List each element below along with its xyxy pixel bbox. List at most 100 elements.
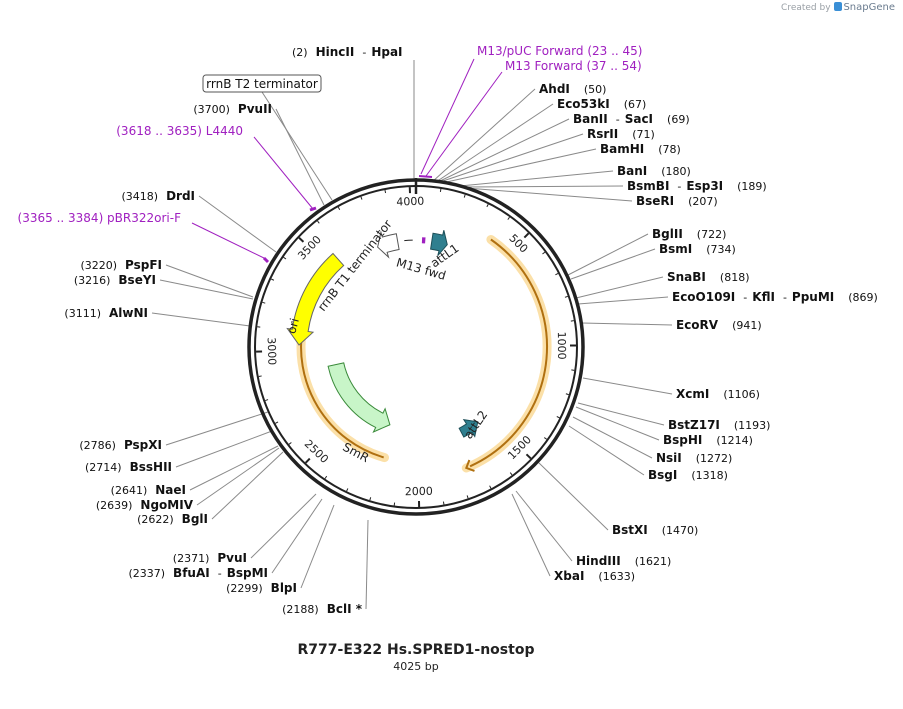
site-label-nsii[interactable]: NsiI(1272) (656, 451, 732, 465)
site-label-bseyi[interactable]: (3216)BseYI (74, 273, 156, 287)
leader-line (300, 504, 335, 589)
feature-smr[interactable] (327, 362, 391, 433)
ruler-tick (317, 220, 320, 224)
ruler-tick (525, 453, 532, 460)
site-label-banii[interactable]: BanII-SacI(69) (573, 112, 690, 126)
leader-line (175, 430, 273, 468)
site-label-xbai[interactable]: XbaI(1633) (554, 569, 635, 583)
site-label-naei[interactable]: (2641)NaeI (111, 483, 186, 497)
site-label-rsrii[interactable]: RsrII(71) (587, 127, 655, 141)
leader-line (431, 88, 536, 183)
leader-line (577, 296, 669, 305)
site-labels: (2)HincII-HpaI rrnB T2 terminator (3700)Pv… (18, 44, 878, 616)
leader-line (275, 108, 325, 206)
feature-rrnb-t1[interactable] (377, 230, 400, 259)
site-label-bamhi[interactable]: BamHI(78) (600, 142, 681, 156)
site-label-bsmbi[interactable]: BsmBI-Esp3I(189) (627, 179, 767, 193)
site-label-eco0109i[interactable]: EcoO109I-KflI-PpuMI(869) (672, 290, 878, 304)
site-label-bstz17i[interactable]: BstZ17I(1193) (668, 418, 770, 432)
site-label-xcmi[interactable]: XcmI(1106) (676, 387, 760, 401)
site-label-bani[interactable]: BanI(180) (617, 164, 691, 178)
leader-line (250, 493, 317, 559)
leader-line (435, 103, 554, 183)
ruler-tick (509, 472, 513, 476)
site-label-bsmi[interactable]: BsmI(734) (659, 242, 736, 256)
leader-line (439, 133, 584, 183)
ruler-tick (486, 204, 489, 208)
site-label-drdi[interactable]: (3418)DrdI (121, 189, 195, 203)
ruler-tick (523, 232, 530, 239)
leader-line (425, 71, 503, 177)
ruler-tick (360, 196, 363, 200)
leader-line (465, 187, 633, 202)
orf-track-2 (300, 325, 384, 459)
ruler-tick (463, 194, 466, 198)
site-label-rrnb-t2[interactable]: rrnB T2 terminator (206, 77, 318, 91)
leader-line (365, 519, 369, 610)
ruler-tick (489, 485, 492, 489)
leader-line (191, 222, 267, 260)
leader-line (261, 91, 333, 201)
site-label-pbr322[interactable]: (3365 .. 3384) pBR322ori-F (18, 211, 182, 225)
feature-attl2[interactable] (458, 419, 479, 438)
leader-line (437, 118, 570, 183)
site-label-hindiii[interactable]: HindIII(1621) (576, 554, 671, 568)
site-label-bcli[interactable]: (2188)BclI * (282, 602, 363, 616)
site-label-alwni[interactable]: (3111)AlwNI (64, 306, 148, 320)
orf-track-halo (461, 235, 552, 473)
leader-line (581, 322, 673, 326)
site-label-bfuai[interactable]: (2337)BfuAI-BspMI (128, 566, 268, 580)
site-label-pspxi[interactable]: (2786)PspXI (79, 438, 162, 452)
leader-line (567, 233, 649, 276)
ruler-tick (556, 416, 560, 419)
site-label-ngomiv[interactable]: (2639)NgoMIV (96, 498, 194, 512)
site-label-l4440[interactable]: (3618 .. 3635) L4440 (116, 124, 243, 138)
ruler-tick (555, 272, 559, 276)
site-label-m13puc[interactable]: M13/pUC Forward (23 .. 45) (477, 44, 643, 58)
feature-ori[interactable] (286, 252, 345, 346)
ruler-tick (369, 497, 372, 501)
feature-attl1[interactable] (430, 230, 448, 256)
ruler-label: 2000 (405, 485, 433, 499)
orf-track (469, 238, 548, 468)
leader-line (575, 406, 660, 441)
site-label-bgli[interactable]: (2622)BglI (137, 512, 208, 526)
site-label-bseri[interactable]: BseRI(207) (636, 194, 718, 208)
leader-line (568, 425, 645, 476)
site-label-snabi[interactable]: SnaBI(818) (667, 270, 750, 284)
site-label-bstxi[interactable]: BstXI(1470) (612, 523, 698, 537)
leader-line (572, 416, 653, 459)
ruler-tick (337, 206, 341, 211)
leader-line (420, 58, 475, 175)
site-label-bsshii[interactable]: (2714)BssHII (85, 460, 172, 474)
site-label-bglii[interactable]: BglII(722) (652, 227, 726, 241)
site-label-blpi[interactable]: (2299)BlpI (226, 581, 297, 595)
site-label-pspfi[interactable]: (3220)PspFI (80, 258, 162, 272)
leader-line (577, 402, 665, 426)
site-label-m13fwd[interactable]: M13 Forward (37 .. 54) (505, 59, 642, 73)
leader-line (515, 490, 573, 562)
primer-marker (262, 256, 270, 264)
ruler-tick (275, 421, 279, 424)
site-label-eco53ki[interactable]: Eco53kI(67) (557, 97, 646, 111)
primer-marker (418, 175, 433, 178)
ruler-tick (507, 216, 510, 220)
ruler-tick (565, 393, 569, 396)
site-label-ecorv[interactable]: EcoRV(941) (676, 318, 762, 332)
feature-rrnb-tick (404, 239, 413, 242)
site-label-hincii[interactable]: (2)HincII-HpaI (292, 45, 403, 59)
leader-line (271, 498, 323, 574)
credit-prefix: Created by (781, 3, 831, 13)
site-label-pvui[interactable]: (2371)PvuI (173, 551, 247, 565)
feature-label-ori: ori (284, 317, 302, 336)
leader-line (461, 185, 624, 188)
ruler-tick (466, 495, 469, 499)
site-label-bsphi[interactable]: BspHI(1214) (663, 433, 753, 447)
leader-line (570, 248, 656, 280)
leader-lines (151, 58, 673, 610)
site-label-pvuii[interactable]: (3700)PvuII (193, 102, 272, 116)
boxed-label-frame (202, 74, 322, 93)
site-label-ahdi[interactable]: AhdI(50) (539, 82, 606, 96)
site-label-bsgi[interactable]: BsgI(1318) (648, 468, 728, 482)
